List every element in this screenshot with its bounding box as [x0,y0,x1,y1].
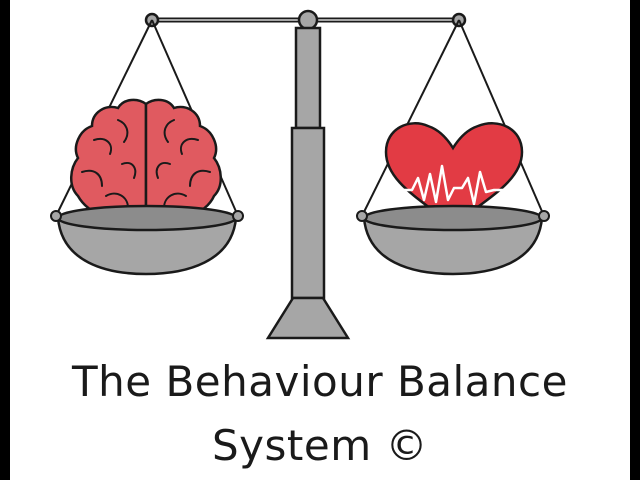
brain-icon [70,98,222,224]
logo-title-line-1: The Behaviour Balance [72,357,568,406]
balance-scale-icon [50,9,550,340]
heart-icon [384,122,524,228]
heartbeat-line-icon [396,164,516,206]
scale-pillar-top [294,26,322,130]
right-scale-pan [356,204,550,276]
logo-title: The Behaviour Balance System © [10,350,630,478]
scale-pillar [290,126,326,300]
scale-base [265,296,351,340]
logo-canvas: The Behaviour Balance System © [10,0,630,480]
left-scale-pan [50,204,244,276]
logo-title-line-2: System © [212,421,428,470]
